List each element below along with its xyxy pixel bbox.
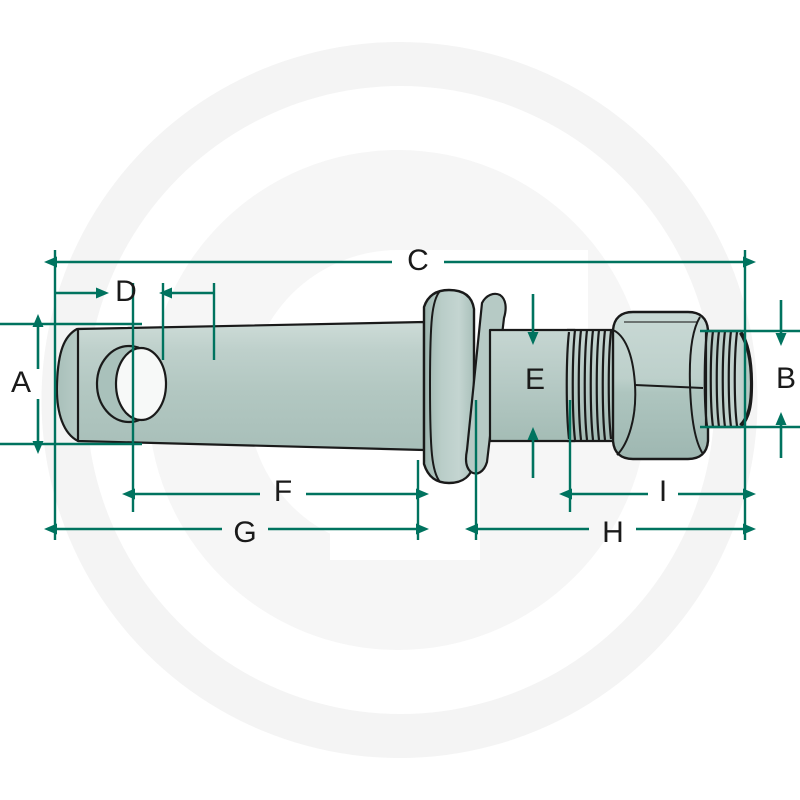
dim-G-label: G (233, 516, 256, 549)
dimension-F: F (122, 475, 429, 508)
hex-nut (611, 310, 710, 461)
dim-H-label: H (602, 516, 624, 549)
dimension-C: C (44, 244, 756, 277)
thread-section-left (565, 328, 614, 443)
dim-F-label: F (274, 475, 292, 508)
dim-E-label: E (525, 363, 545, 396)
dimension-A: A (11, 314, 44, 454)
dim-D-label: D (115, 275, 137, 308)
dimension-H: H (465, 516, 756, 549)
dim-C-label: C (407, 244, 429, 277)
dimension-G: G (44, 516, 429, 549)
dimension-E: E (525, 294, 545, 478)
dim-B-label: B (776, 362, 796, 395)
cross-hole (95, 344, 168, 424)
dim-I-label: I (659, 475, 667, 508)
dimension-I: I (559, 475, 756, 508)
dim-A-label: A (11, 366, 31, 399)
thread-section-right (703, 329, 754, 429)
dimension-B: B (775, 300, 796, 458)
dimension-D: D (55, 275, 214, 308)
